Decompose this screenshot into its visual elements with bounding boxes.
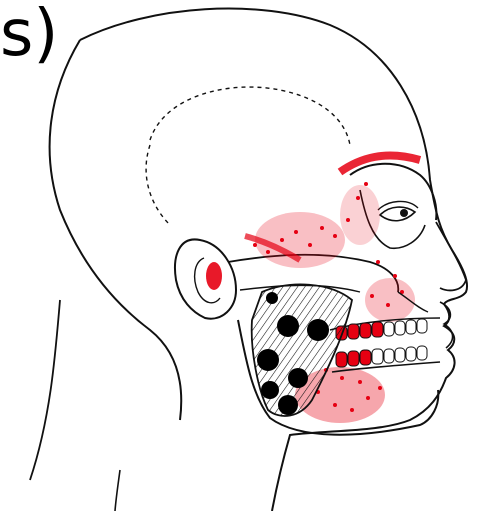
temporal-line-dashed <box>150 87 350 145</box>
trigger-point <box>277 315 299 337</box>
nose <box>436 222 466 290</box>
trigger-point <box>257 349 279 371</box>
back-of-head <box>50 40 182 420</box>
neck-front <box>115 470 120 511</box>
temporal-line-dashed-lower <box>146 145 170 225</box>
neck-back <box>30 300 60 480</box>
trigger-point <box>307 319 329 341</box>
trigger-point <box>278 395 298 415</box>
eye <box>378 201 418 220</box>
trigger-point <box>261 381 279 399</box>
trigger-point <box>288 368 308 388</box>
trigger-point <box>266 292 278 304</box>
ear <box>175 239 236 318</box>
